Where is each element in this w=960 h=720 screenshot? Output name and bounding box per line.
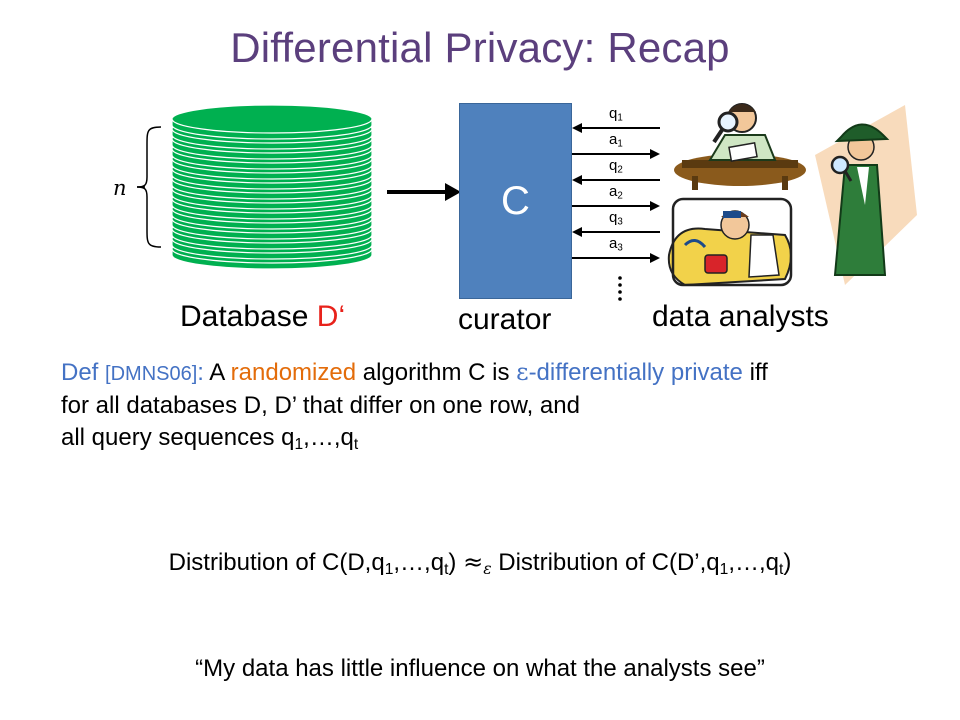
eq-right-sub1: 1 [719, 560, 729, 578]
def-epsilon: ε [516, 358, 529, 386]
def-line3-sub1: 1 [294, 435, 304, 453]
database-label-text: Database [180, 300, 309, 333]
query-label: q1 [609, 105, 623, 124]
summary-quote: “My data has little influence on what th… [195, 655, 765, 682]
def-line3-sub2: t [353, 435, 359, 453]
eq-epsilon: ε [483, 559, 492, 578]
def-text-a: A [209, 359, 224, 386]
arrow-head [572, 175, 582, 185]
arrow-head [650, 253, 660, 263]
def-text-algorithm: algorithm C is [362, 359, 510, 386]
answer-label: a1 [609, 131, 623, 150]
answer-label: a3 [609, 235, 623, 254]
analyst-detective-illustration [815, 105, 917, 285]
eq-left-1: Distribution of C(D,q [168, 549, 385, 576]
ellipsis-dots [618, 276, 622, 301]
n-brace [136, 126, 162, 248]
database-stack [171, 105, 373, 270]
analyst-scientist-illustration [667, 197, 793, 287]
analyst-magnifier-illustration [674, 103, 806, 190]
eq-right-sub2: t [779, 560, 784, 578]
eq-left-sub2: t [444, 560, 449, 578]
query-label: q3 [609, 209, 623, 228]
eq-approx: ≈ [463, 548, 484, 576]
definition: Def [DMNS06]: A randomized algorithm C i… [61, 356, 941, 454]
def-dp: -differentially private [528, 359, 743, 386]
arrow-head [650, 201, 660, 211]
slide-title: Differential Privacy: Recap [230, 24, 730, 71]
n-label: n [113, 176, 127, 200]
curator-box-label: C [501, 178, 530, 223]
def-iff: iff [749, 359, 768, 386]
eq-right-3: ) [783, 549, 792, 576]
arrow-head [572, 227, 582, 237]
eq-left-2: ,…,q [393, 549, 445, 576]
answer-label: a2 [609, 183, 623, 202]
curator-box: C [459, 103, 572, 299]
def-citation: [DMNS06] [105, 363, 198, 385]
eq-right-1: Distribution of C(D’,q [498, 549, 720, 576]
query-label: q2 [609, 157, 623, 176]
database-disk-top [171, 105, 373, 134]
definition-line-2: for all databases D, D’ that differ on o… [61, 392, 580, 419]
def-randomized: randomized [230, 359, 357, 386]
arrow-head [572, 123, 582, 133]
def-line3-b: ,…,q [303, 424, 354, 451]
def-colon: : [197, 359, 204, 386]
def-word: Def [61, 359, 99, 386]
definition-line-3: all query sequences q1,…,qt [61, 422, 941, 454]
def-line3-a: all query sequences q [61, 424, 295, 451]
definition-line-1: Def [DMNS06]: A randomized algorithm C i… [61, 356, 941, 390]
eq-left-sub1: 1 [384, 560, 394, 578]
analysts-label: data analysts [652, 300, 829, 333]
database-label: Database D‘ [180, 300, 345, 334]
query-answer-arrows [572, 123, 660, 301]
arrow-head [650, 149, 660, 159]
curator-label: curator [458, 303, 552, 336]
db-to-curator-arrow [387, 183, 461, 201]
distribution-equation: Distribution of C(D,q1,…,qt) ≈ε Distribu… [0, 548, 960, 577]
database-label-suffix: D‘ [316, 300, 346, 333]
eq-left-3: ) [448, 549, 457, 576]
eq-right-2: ,…,q [728, 549, 780, 576]
